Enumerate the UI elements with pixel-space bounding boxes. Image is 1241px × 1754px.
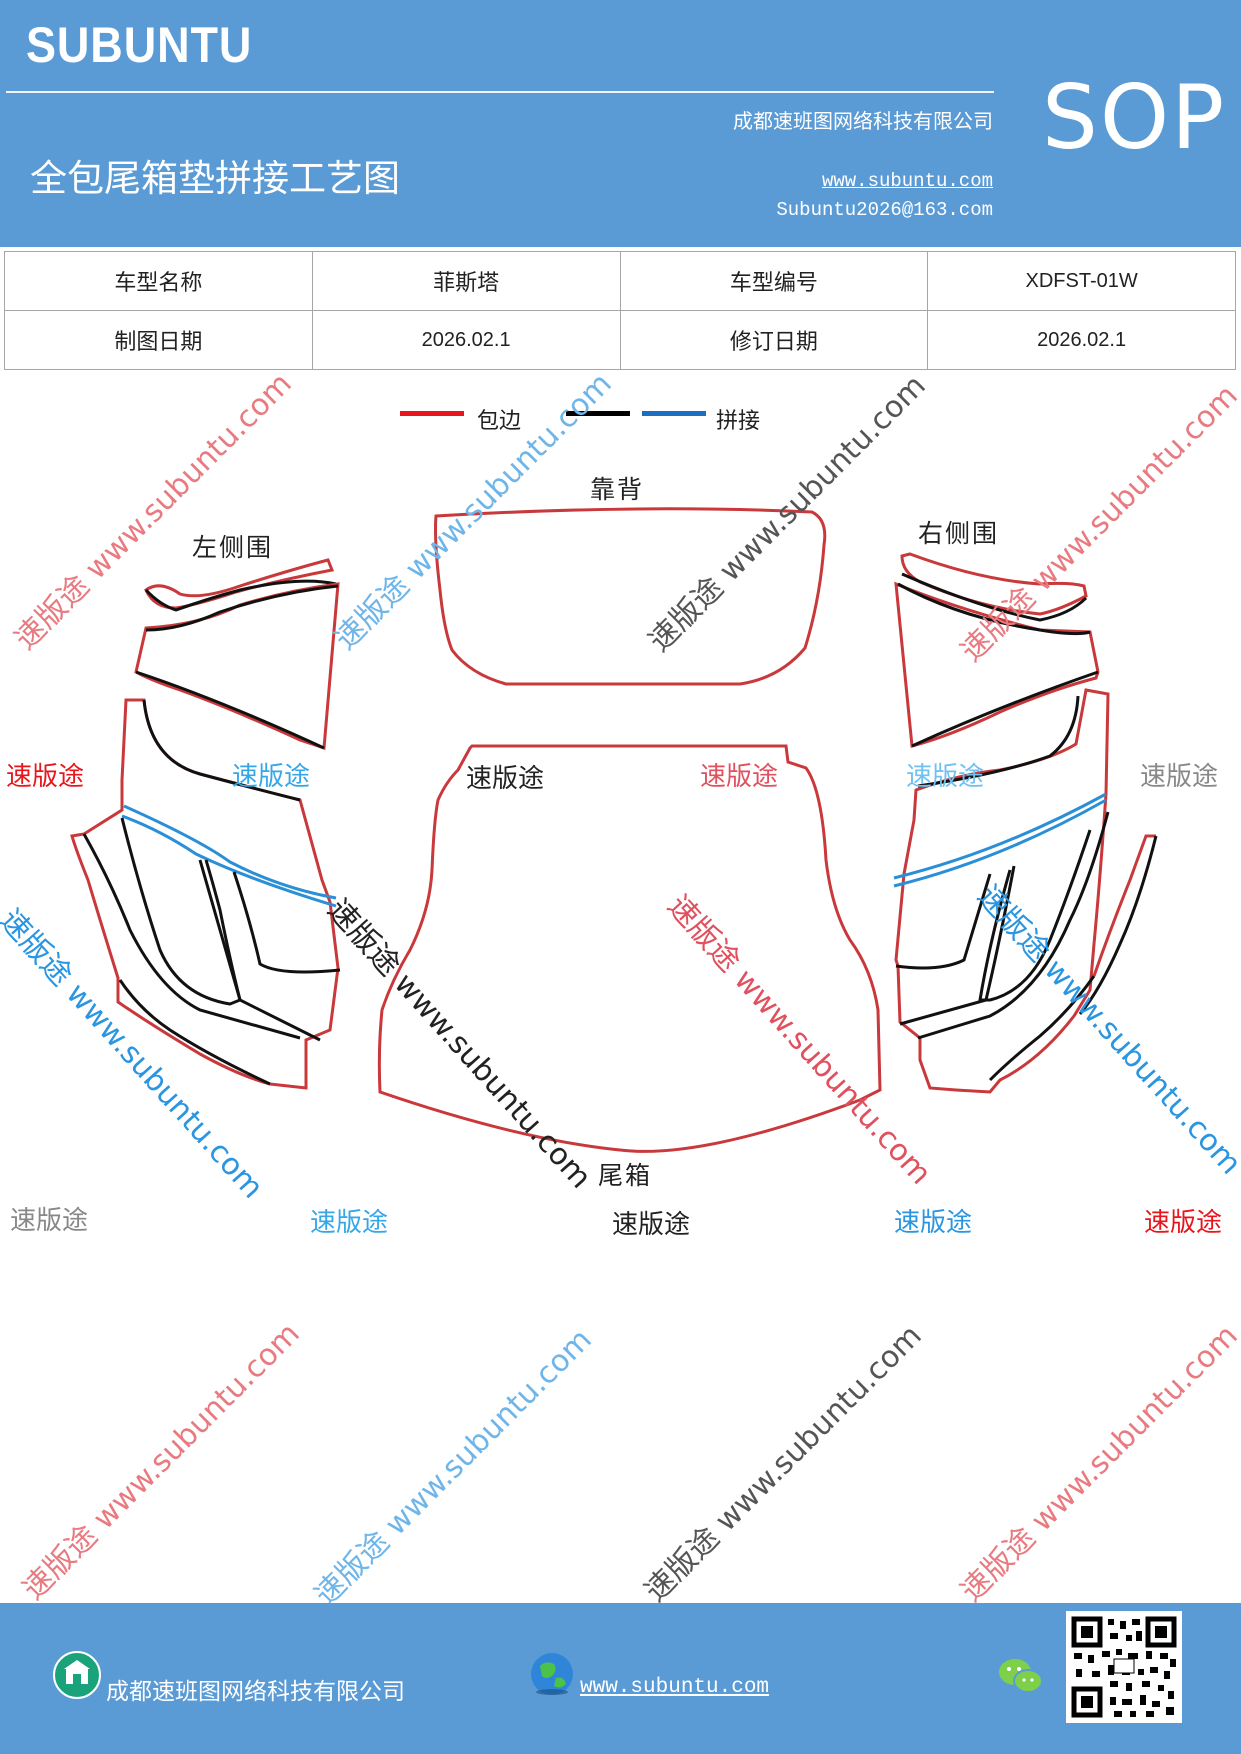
right-side-lower [893,688,1158,1094]
watermark-text: 速版途 [894,1208,973,1238]
legend-splice-label: 拼接 [716,409,761,434]
qr-code-icon[interactable] [1066,1611,1182,1723]
building-icon [53,1651,101,1699]
label-right-side: 右侧围 [918,519,1000,548]
watermark-text: 速版途 [612,1210,691,1240]
table-cell: 车型编号 [619,251,929,311]
table-cell: 制图日期 [4,310,313,370]
table-cell: 修订日期 [619,310,929,370]
document-title: 全包尾箱垫拼接工艺图 [30,157,400,200]
footer-website-link[interactable]: www.subuntu.com [580,1676,770,1699]
sop-badge: SOP [1042,66,1227,169]
website-link[interactable]: www.subuntu.com [821,170,993,192]
table-cell: 2026.02.1 [927,310,1236,370]
watermark-text: 速版途 [232,762,311,792]
legend-edge-label: 包边 [477,409,522,434]
email-address: Subuntu2026@163.com [776,199,993,221]
brand-logo: SUBUNTU [26,17,253,73]
legend-splice-swatch [642,411,706,416]
label-backrest: 靠背 [590,475,645,504]
right-side-upper [894,552,1100,748]
watermark-text: 速版途 [466,764,545,794]
table-cell: 2026.02.1 [311,310,621,370]
table-cell: 车型名称 [4,251,313,311]
legend-black-swatch [566,411,630,416]
watermark-text: 速版途 [906,762,985,792]
label-left-side: 左侧围 [192,533,274,562]
vehicle-info-table: 车型名称 菲斯塔 车型编号 XDFST-01W 制图日期 2026.02.1 修… [4,251,1236,370]
header-banner [0,0,1241,247]
table-row: 车型名称 菲斯塔 车型编号 XDFST-01W [4,251,1236,311]
watermark-text: 速版途 [310,1208,389,1238]
left-side-lower [70,698,341,1090]
legend-edge-swatch [400,411,464,416]
watermark-text: 速版途 [10,1206,89,1236]
table-cell: XDFST-01W [927,251,1236,311]
label-trunk: 尾箱 [598,1161,653,1190]
header-divider [6,91,994,93]
wechat-icon [999,1659,1043,1693]
footer-company: 成都速班图网络科技有限公司 [106,1679,405,1705]
table-row: 制图日期 2026.02.1 修订日期 2026.02.1 [4,310,1236,370]
watermark-text: 速版途 [1140,762,1219,792]
backrest-outline [434,507,827,686]
table-cell: 菲斯塔 [311,251,621,311]
watermark-text: 速版途 [700,762,779,792]
globe-icon [531,1653,573,1695]
trunk-floor-outline [377,744,882,1153]
left-side-upper [134,558,340,751]
watermark-text: 速版途 [1144,1208,1223,1238]
company-name: 成都速班图网络科技有限公司 [733,109,993,133]
watermark-text: 速版途 [6,762,85,792]
